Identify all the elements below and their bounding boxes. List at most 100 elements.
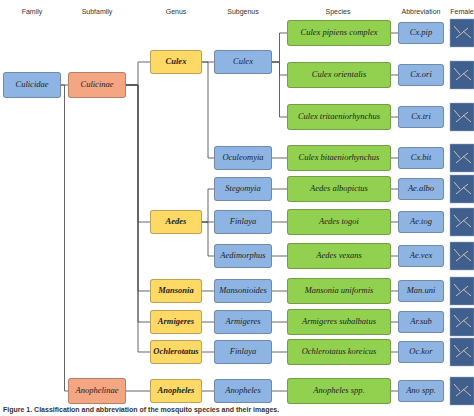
node-label: Culex: [233, 57, 253, 67]
node-label: Cx.bit: [411, 153, 432, 163]
column-header: Subgenus: [227, 8, 259, 15]
node-label: Cx.ori: [410, 70, 432, 80]
node-label: Ano spp.: [406, 386, 436, 396]
node-label: Ae.tog: [410, 217, 432, 227]
tree-connector: [272, 352, 287, 353]
abbreviation-box: Cx.bit: [398, 147, 444, 169]
genus-box: Mansonia: [150, 279, 202, 303]
column-header: Female: [450, 8, 473, 15]
family-box: Culicidae: [3, 72, 61, 98]
tree-connector: [202, 222, 214, 256]
tree-connector: [391, 33, 398, 34]
tree-connector: [272, 391, 287, 392]
node-label: Oculeomyia: [222, 153, 263, 163]
node-label: Culex pipiens complex: [301, 28, 378, 38]
tree-connector: [391, 117, 398, 118]
abbreviation-box: Ae.tog: [398, 211, 444, 233]
species-box: Aedes togoi: [287, 209, 391, 235]
node-label: Armigeres: [225, 317, 260, 327]
abbreviation-box: Oc.kor: [398, 341, 444, 363]
abbreviation-box: Ae.albo: [398, 178, 444, 200]
tree-connector: [391, 256, 398, 257]
node-label: Anopheles: [158, 386, 195, 396]
node-label: Aedes togoi: [319, 217, 359, 227]
tree-connector: [272, 189, 287, 190]
tree-connector: [391, 322, 398, 323]
node-label: Aedimorphus: [220, 251, 265, 261]
node-label: Culex: [166, 57, 187, 67]
subgenus-box: Stegomyia: [214, 177, 272, 201]
tree-connector: [202, 352, 214, 353]
node-label: Aedes: [166, 217, 187, 227]
species-box: Aedes vexans: [287, 243, 391, 269]
subgenus-box: Finlaya: [214, 340, 272, 364]
node-label: Finlaya: [230, 217, 256, 227]
tree-connector: [202, 189, 214, 222]
tree-connector: [202, 391, 214, 392]
species-box: Culex tritaeniorhynchus: [287, 104, 391, 130]
node-label: Culex tritaeniorhynchus: [298, 112, 380, 122]
node-label: Cx.pip: [410, 28, 432, 38]
node-label: Culex orientalis: [312, 70, 367, 80]
node-label: Culicinae: [80, 80, 113, 90]
tree-connector: [202, 322, 214, 323]
tree-connector: [126, 62, 150, 85]
species-box: Anopheles spp.: [287, 378, 391, 404]
abbreviation-box: Ano spp.: [398, 380, 444, 402]
subgenus-box: Finlaya: [214, 210, 272, 234]
column-header: Subfamily: [82, 8, 113, 15]
subgenus-box: Aedimorphus: [214, 244, 272, 268]
node-label: Ochlerotatus koreicus: [302, 347, 377, 357]
node-label: Ae.albo: [408, 184, 434, 194]
column-header: Family: [22, 8, 43, 15]
tree-connector: [272, 62, 287, 117]
tree-connector: [272, 322, 287, 323]
tree-connector: [272, 33, 287, 62]
subfamily-box: Culicinae: [68, 72, 126, 98]
column-header: Abbreviation: [402, 8, 441, 15]
node-label: Man.uni: [407, 286, 436, 296]
node-label: Stegomyia: [225, 184, 260, 194]
subgenus-box: Oculeomyia: [214, 146, 272, 170]
subgenus-box: Mansonioides: [214, 279, 272, 303]
tree-connector: [391, 189, 398, 190]
node-label: Anopheles: [225, 386, 260, 396]
abbreviation-box: Cx.pip: [398, 22, 444, 44]
tree-connector: [202, 62, 214, 158]
tree-connector: [391, 352, 398, 353]
abbreviation-box: Ae.vex: [398, 245, 444, 267]
node-label: Anophelinae: [76, 386, 119, 396]
species-box: Ochlerotatus koreicus: [287, 339, 391, 365]
species-box: Culex bitaeniorhynchus: [287, 145, 391, 171]
species-box: Armigeres subalbatus: [287, 309, 391, 335]
tree-connector: [126, 391, 150, 392]
node-label: Mansonioides: [219, 286, 267, 296]
abbreviation-box: Cx.tri: [398, 106, 444, 128]
node-label: Aedes vexans: [316, 251, 362, 261]
tree-connector: [272, 158, 287, 159]
node-label: Ae.vex: [410, 251, 432, 261]
species-box: Mansonia uniformis: [287, 278, 391, 304]
species-box: Culex orientalis: [287, 62, 391, 88]
node-label: Culex bitaeniorhynchus: [299, 153, 380, 163]
subgenus-box: Armigeres: [214, 310, 272, 334]
abbreviation-box: Cx.ori: [398, 64, 444, 86]
node-label: Ochlerotatus: [153, 347, 198, 357]
figure-caption: Figure 1. Classification and abbreviatio…: [3, 406, 279, 413]
tree-connector: [391, 291, 398, 292]
species-box: Aedes albopictus: [287, 176, 391, 202]
specimen-photo: [450, 19, 474, 405]
node-label: Culicidae: [15, 80, 48, 90]
node-label: Finlaya: [230, 347, 256, 357]
column-header: Species: [326, 8, 351, 15]
node-label: Anopheles spp.: [313, 386, 364, 396]
node-label: Mansonia: [158, 286, 193, 296]
genus-box: Armigeres: [150, 310, 202, 334]
mosquito-silhouette: [454, 26, 471, 396]
species-box: Culex pipiens complex: [287, 20, 391, 46]
tree-connector: [391, 75, 398, 76]
node-label: Armigeres: [158, 317, 194, 327]
tree-connector: [272, 291, 287, 292]
genus-box: Aedes: [150, 210, 202, 234]
